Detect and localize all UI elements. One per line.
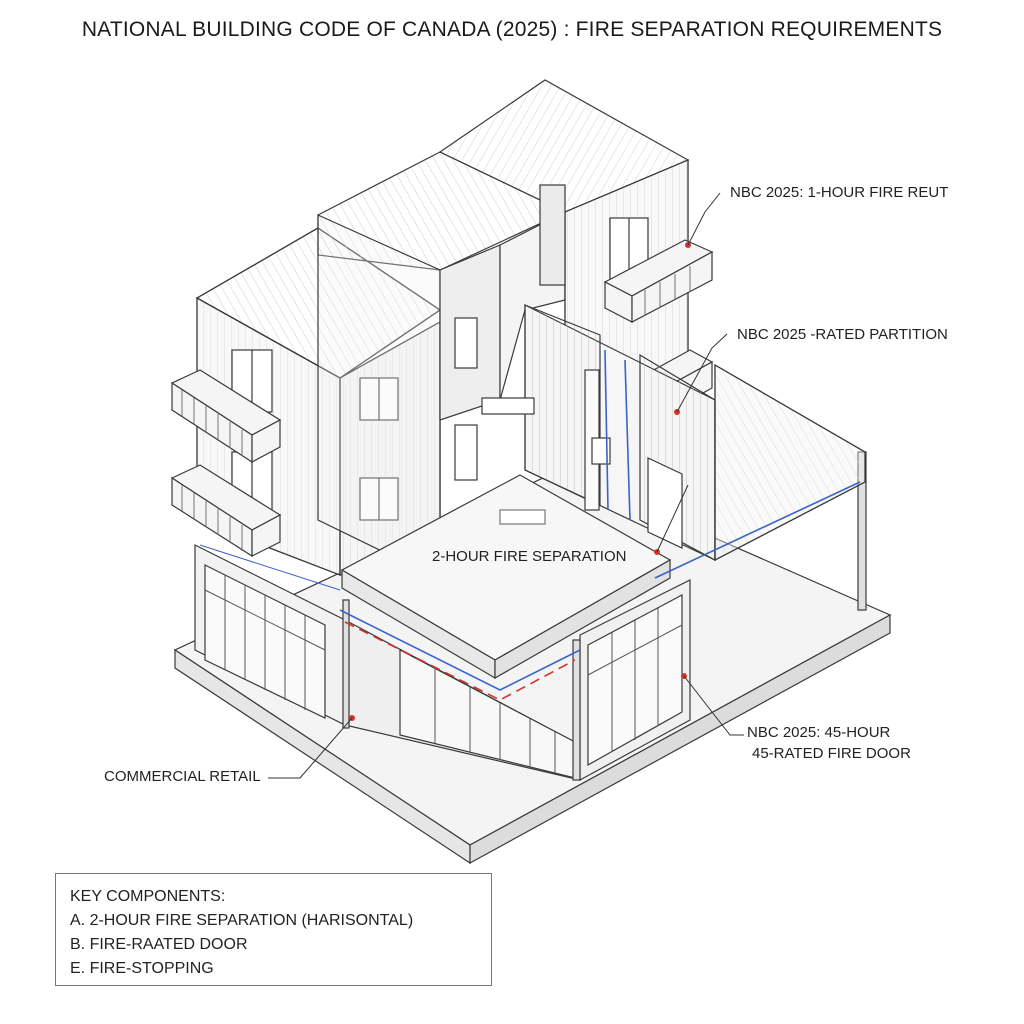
- cutaway-interior: [340, 304, 866, 680]
- key-components-legend: KEY COMPONENTS: A. 2-HOUR FIRE SEPARATIO…: [55, 873, 492, 986]
- callout-fire-door-line1: NBC 2025: 45-HOUR: [747, 724, 891, 741]
- balcony-left-upper: [170, 369, 282, 464]
- commercial-retail-storefront: [194, 451, 867, 782]
- callout-commercial-retail: COMMERCIAL RETAIL: [104, 768, 261, 785]
- legend-item: A. 2-HOUR FIRE SEPARATION (HARISONTAL): [70, 912, 414, 929]
- legend-item: E. FIRE-STOPPING: [70, 960, 214, 977]
- page-title: NATIONAL BUILDING CODE OF CANADA (2025) …: [81, 18, 943, 41]
- balcony-right-upper: [603, 239, 714, 323]
- leader-lines: [268, 192, 744, 779]
- balcony-left-lower: [170, 464, 282, 558]
- callout-floor-separation: 2-HOUR FIRE SEPARATION: [432, 548, 627, 565]
- fire-stopping-lines: [199, 349, 861, 701]
- legend-heading: KEY COMPONENTS:: [70, 888, 226, 905]
- callout-fire-door-line2: 45-RATED FIRE DOOR: [752, 745, 911, 762]
- ground-slab: [173, 469, 892, 865]
- legend-item: B. FIRE-RAATED DOOR: [70, 936, 248, 953]
- callout-rated-partition: NBC 2025 -RATED PARTITION: [737, 326, 948, 343]
- callout-fire-rating-top: NBC 2025: 1-HOUR FIRE REUT: [730, 184, 949, 201]
